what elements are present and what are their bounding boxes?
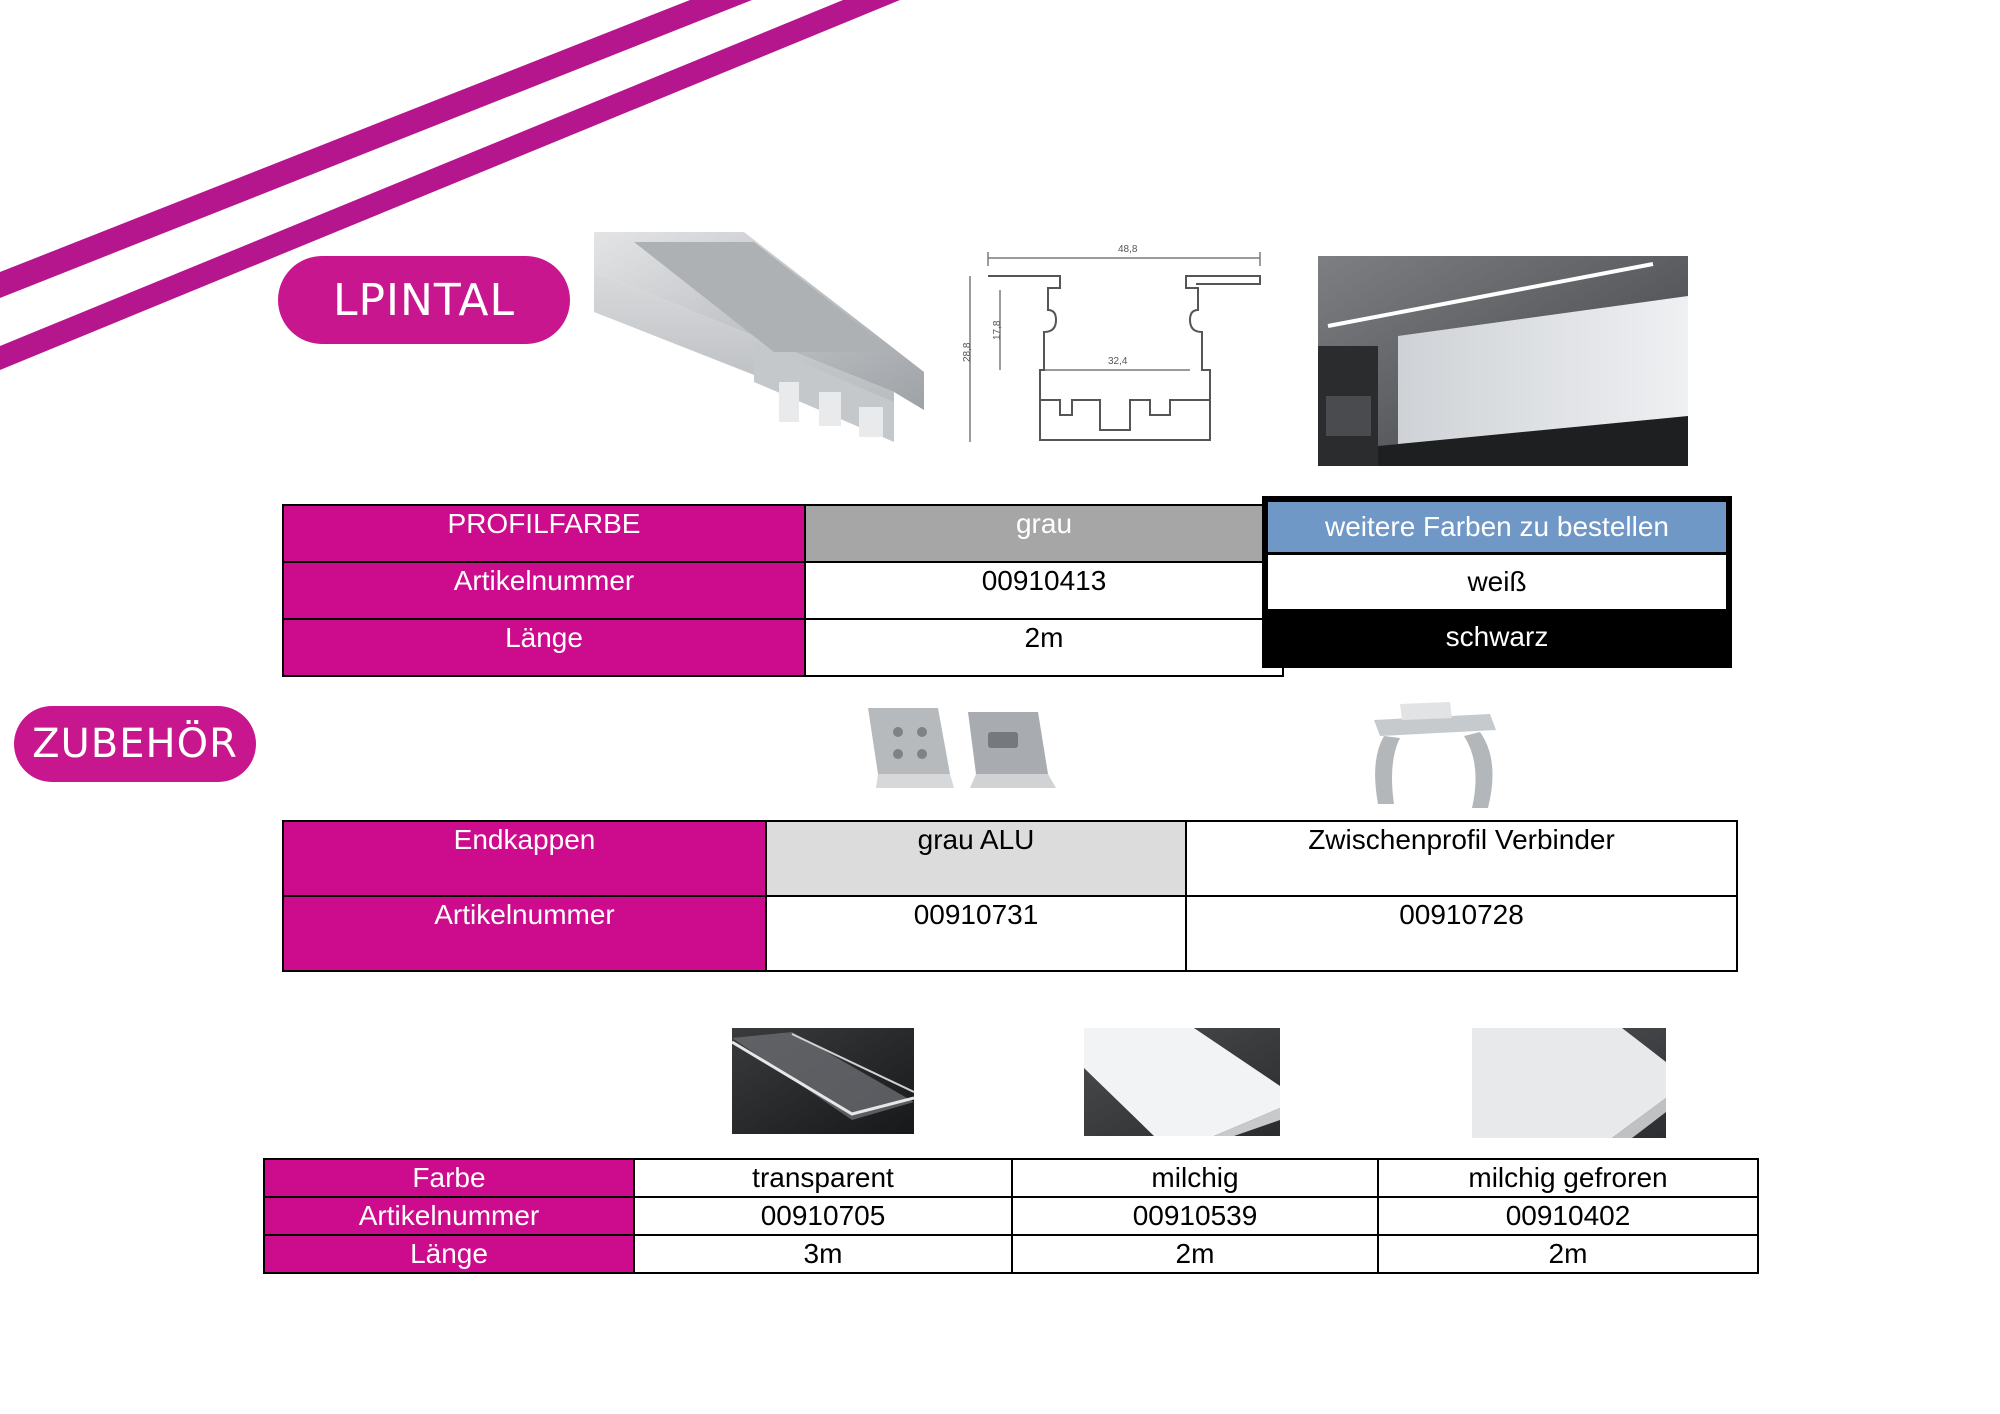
endcaps-image bbox=[868, 708, 1056, 788]
artikelnummer-value: 00910413 bbox=[804, 561, 1284, 620]
accessories-badge: ZUBEHÖR bbox=[14, 706, 256, 782]
table-row: Artikelnummer 00910705 00910539 00910402 bbox=[263, 1196, 1759, 1236]
cover-milchig-gefroren-image bbox=[1472, 1028, 1666, 1138]
artikelnummer-label: Artikelnummer bbox=[282, 895, 767, 972]
endkappen-artikelnummer: 00910731 bbox=[765, 895, 1187, 972]
profile-table: PROFILFARBE grau Artikelnummer 00910413 … bbox=[282, 504, 1284, 677]
dim-top-label: 48,8 bbox=[1118, 244, 1138, 255]
artikelnummer-milchig: 00910539 bbox=[1011, 1196, 1379, 1236]
additional-colors-box: weitere Farben zu bestellen weiß schwarz bbox=[1262, 496, 1732, 668]
table-row: Artikelnummer 00910731 00910728 bbox=[282, 895, 1738, 972]
artikelnummer-transparent: 00910705 bbox=[633, 1196, 1013, 1236]
profilfarbe-value: grau bbox=[804, 504, 1284, 563]
verbinder-artikelnummer: 00910728 bbox=[1185, 895, 1738, 972]
laenge-transparent: 3m bbox=[633, 1234, 1013, 1274]
covers-table: Farbe transparent milchig milchig gefror… bbox=[263, 1158, 1759, 1274]
dim-height-label: 28,8 bbox=[962, 342, 973, 362]
cover-milchig-image bbox=[1084, 1028, 1280, 1136]
farbe-milchig: milchig bbox=[1011, 1158, 1379, 1198]
decorative-stripes bbox=[0, 0, 900, 370]
laenge-label: Länge bbox=[263, 1234, 635, 1274]
farbe-label: Farbe bbox=[263, 1158, 635, 1198]
laenge-milchig-gefroren: 2m bbox=[1377, 1234, 1759, 1274]
farbe-transparent: transparent bbox=[633, 1158, 1013, 1198]
installation-photo bbox=[1318, 256, 1688, 466]
product-title-badge: LPINTAL bbox=[278, 256, 570, 344]
table-row: Länge 2m bbox=[282, 618, 1284, 677]
profile-cross-section-drawing: 48,8 32,4 28,8 17,8 bbox=[962, 244, 1261, 442]
table-row: Farbe transparent milchig milchig gefror… bbox=[263, 1158, 1759, 1198]
profile-3d-image bbox=[594, 232, 924, 442]
accessories-table: Endkappen grau ALU Zwischenprofil Verbin… bbox=[282, 820, 1738, 972]
dim-inner-label: 32,4 bbox=[1108, 356, 1128, 367]
cover-transparent-image bbox=[732, 1028, 914, 1134]
additional-colors-title: weitere Farben zu bestellen bbox=[1268, 502, 1726, 552]
artikelnummer-milchig-gefroren: 00910402 bbox=[1377, 1196, 1759, 1236]
zwischenprofil-header: Zwischenprofil Verbinder bbox=[1185, 820, 1738, 897]
color-option-white: weiß bbox=[1268, 555, 1726, 609]
artikelnummer-label: Artikelnummer bbox=[263, 1196, 635, 1236]
laenge-value: 2m bbox=[804, 618, 1284, 677]
table-row: Länge 3m 2m 2m bbox=[263, 1234, 1759, 1274]
artikelnummer-label: Artikelnummer bbox=[282, 561, 806, 620]
laenge-label: Länge bbox=[282, 618, 806, 677]
farbe-milchig-gefroren: milchig gefroren bbox=[1377, 1158, 1759, 1198]
laenge-milchig: 2m bbox=[1011, 1234, 1379, 1274]
grau-alu-header: grau ALU bbox=[765, 820, 1187, 897]
table-row: PROFILFARBE grau bbox=[282, 504, 1284, 563]
endkappen-label: Endkappen bbox=[282, 820, 767, 897]
color-option-black: schwarz bbox=[1268, 612, 1726, 662]
table-row: Artikelnummer 00910413 bbox=[282, 561, 1284, 620]
connector-image bbox=[1374, 702, 1496, 808]
profilfarbe-label: PROFILFARBE bbox=[282, 504, 806, 563]
table-row: Endkappen grau ALU Zwischenprofil Verbin… bbox=[282, 820, 1738, 897]
dim-inner-height-label: 17,8 bbox=[992, 320, 1003, 340]
